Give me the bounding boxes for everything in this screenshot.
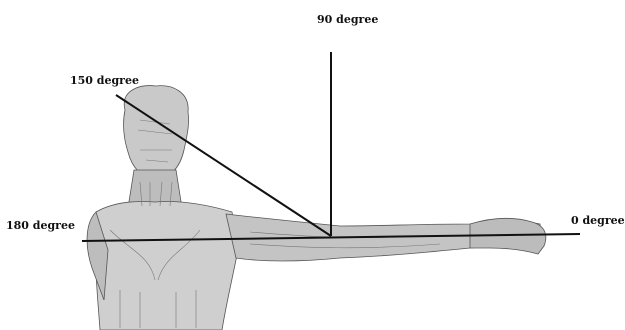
torso [95, 201, 238, 330]
label-90-degree: 90 degree [317, 13, 378, 26]
label-180-degree: 180 degree [6, 219, 75, 232]
head [124, 86, 189, 180]
label-0-degree: 0 degree [571, 214, 625, 227]
label-150-degree: 150 degree [70, 74, 139, 87]
